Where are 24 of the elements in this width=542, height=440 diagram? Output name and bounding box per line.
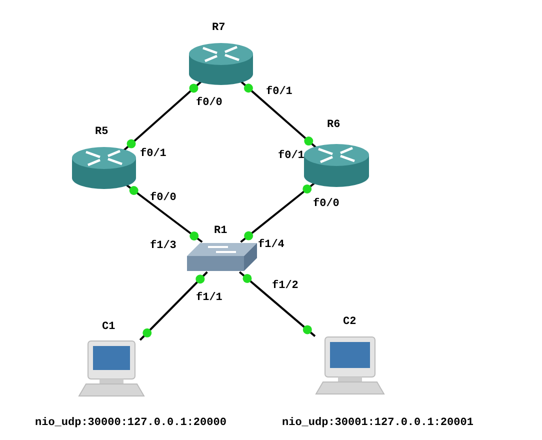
connection-label: nio_udp:30000:127.0.0.1:20000 [35, 417, 226, 429]
device-name: R7 [212, 22, 226, 34]
link-line [139, 271, 208, 341]
link-line [240, 80, 317, 148]
port-label: f0/0 [196, 97, 222, 109]
port-label: f1/1 [196, 292, 222, 304]
device-name: R5 [95, 126, 108, 138]
link-line [125, 184, 203, 243]
link-line [123, 80, 202, 152]
device-name: R6 [327, 119, 340, 131]
port-label: f0/1 [278, 150, 304, 162]
port-label: f1/3 [150, 240, 176, 252]
port-label: f0/1 [140, 148, 166, 160]
port-label: f1/2 [272, 280, 298, 292]
device-name: C1 [102, 321, 116, 333]
port-label: f0/1 [266, 86, 292, 98]
port-label: f1/4 [258, 239, 284, 251]
connection-label: nio_udp:30001:127.0.0.1:20001 [282, 417, 474, 429]
link-line [240, 182, 316, 243]
device-name: R1 [214, 225, 228, 237]
device-name: C2 [343, 316, 356, 328]
port-label: f0/0 [150, 192, 176, 204]
port-label: f0/0 [313, 198, 340, 210]
link-line [238, 271, 316, 337]
